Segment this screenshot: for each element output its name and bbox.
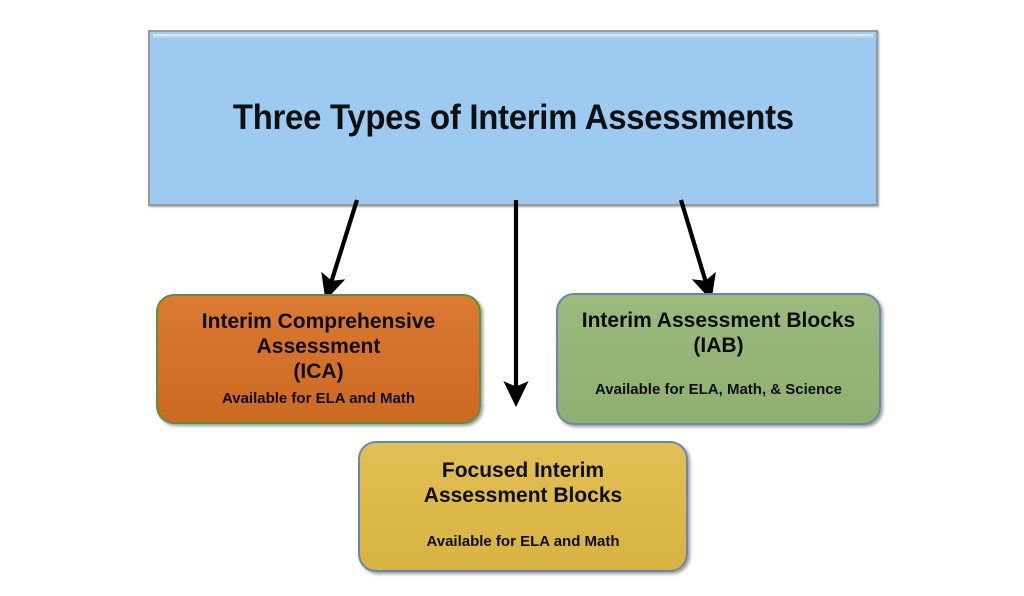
arrow-to-ica bbox=[321, 199, 360, 301]
title-banner: Three Types of Interim Assessments bbox=[148, 30, 878, 206]
node-ica-heading: Interim Comprehensive Assessment (ICA) bbox=[202, 310, 435, 384]
diagram-title: Three Types of Interim Assessments bbox=[232, 98, 794, 137]
node-ica[interactable]: Interim Comprehensive Assessment (ICA) A… bbox=[156, 294, 481, 424]
node-fiab-heading: Focused Interim Assessment Blocks bbox=[424, 459, 622, 509]
node-fiab[interactable]: Focused Interim Assessment Blocks Availa… bbox=[358, 441, 688, 572]
node-fiab-line1: Focused Interim bbox=[441, 459, 605, 482]
arrow-to-iab bbox=[678, 199, 716, 301]
node-fiab-line2: Assessment Blocks bbox=[423, 483, 623, 507]
node-iab[interactable]: Interim Assessment Blocks (IAB) Availabl… bbox=[556, 293, 881, 425]
node-ica-line2: Assessment bbox=[256, 334, 381, 358]
node-iab-line1: Interim Assessment Blocks bbox=[581, 309, 856, 332]
node-ica-availability: Available for ELA and Math bbox=[221, 390, 416, 408]
node-ica-line1: Interim Comprehensive bbox=[201, 310, 436, 333]
node-iab-availability: Available for ELA, Math, & Science bbox=[594, 380, 842, 398]
node-iab-line2: (IAB) bbox=[693, 333, 744, 357]
node-fiab-availability: Available for ELA and Math bbox=[426, 532, 620, 550]
node-iab-heading: Interim Assessment Blocks (IAB) bbox=[582, 309, 856, 359]
node-ica-line3: (ICA) bbox=[293, 359, 344, 383]
